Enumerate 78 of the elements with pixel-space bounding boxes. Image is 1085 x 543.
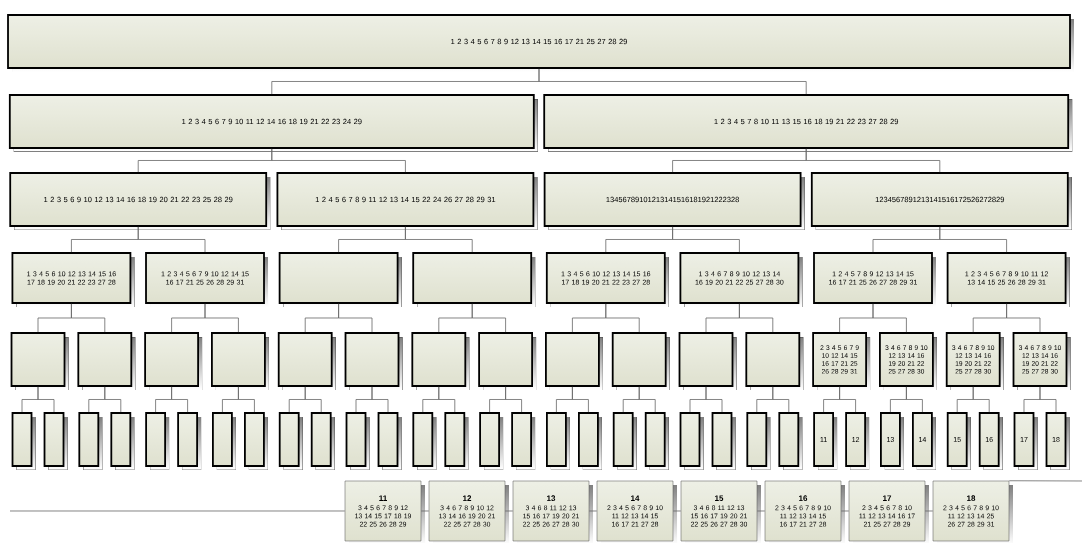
connector-line	[338, 303, 373, 333]
shape-box	[11, 412, 36, 470]
shape-box	[244, 412, 268, 470]
connector-line	[438, 386, 456, 413]
connector-line	[104, 386, 122, 413]
connector-line	[872, 303, 907, 333]
shape-box	[377, 412, 402, 470]
connector-line	[840, 510, 850, 512]
connector-line	[805, 148, 941, 173]
shape-box	[344, 332, 403, 390]
connector-line	[137, 226, 206, 253]
shape-box	[78, 412, 103, 470]
shape-box	[145, 412, 170, 470]
shape-box	[678, 332, 737, 390]
shape-box	[778, 412, 803, 470]
connector-line	[37, 386, 55, 413]
connector-line	[405, 226, 473, 253]
connector-line	[839, 386, 856, 413]
connector-line	[238, 386, 255, 413]
shape-box	[412, 252, 536, 307]
shape-box	[77, 332, 136, 390]
connector-line	[605, 303, 640, 333]
shape-box	[310, 412, 335, 470]
shape-box	[644, 412, 669, 470]
connector-line	[304, 386, 322, 413]
shape-box	[612, 412, 637, 470]
connector-line	[505, 386, 522, 413]
shape-box	[212, 412, 236, 470]
connector-line	[204, 303, 239, 333]
shape-box	[412, 412, 437, 470]
shape-box	[711, 412, 736, 470]
connector-line	[1006, 303, 1041, 333]
connector-line	[420, 510, 430, 512]
connector-line	[504, 510, 514, 512]
connector-line	[739, 303, 774, 333]
connector-line	[672, 226, 740, 253]
connector-line	[371, 386, 389, 413]
shape-box	[278, 252, 402, 307]
shape-box	[746, 412, 771, 470]
connector-line	[939, 226, 1007, 253]
shape-box	[144, 332, 203, 390]
shape-box	[444, 412, 469, 470]
shape-box	[43, 412, 68, 470]
connector-line	[772, 386, 790, 413]
shape-box	[177, 412, 202, 470]
shape-box	[511, 412, 536, 470]
connector-line	[638, 386, 656, 413]
shape-box	[110, 412, 135, 470]
connector-line	[906, 386, 923, 413]
shape-box	[578, 412, 602, 470]
connector-line	[672, 510, 682, 512]
connector-line	[9, 510, 346, 512]
connector-line	[538, 68, 807, 95]
connector-line	[588, 510, 598, 512]
shape-box	[277, 332, 336, 390]
shape-box	[411, 332, 470, 390]
connector-line	[71, 303, 106, 333]
connector-line	[705, 386, 723, 413]
shape-box	[345, 412, 370, 470]
shape-box	[679, 412, 704, 470]
connector-line	[1008, 480, 1083, 482]
connector-line	[471, 303, 506, 333]
connector-line	[924, 510, 934, 512]
shape-box	[211, 332, 269, 390]
connector-line	[972, 386, 990, 413]
shape-box	[611, 332, 670, 390]
connector-line	[1039, 386, 1057, 413]
connector-line	[572, 386, 589, 413]
shape-box	[545, 332, 603, 390]
connector-line	[271, 148, 406, 173]
shape-box	[745, 332, 804, 390]
shape-box	[479, 412, 504, 470]
shape-box	[478, 332, 537, 390]
shape-box	[10, 332, 69, 390]
connector-line	[756, 510, 766, 512]
connector-line	[171, 386, 188, 413]
shape-box	[546, 412, 570, 470]
shape-box	[278, 412, 303, 470]
